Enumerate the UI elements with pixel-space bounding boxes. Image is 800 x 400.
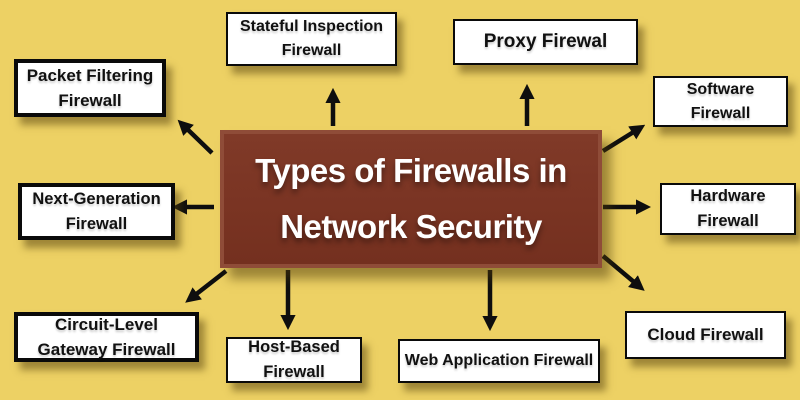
center-topic-line-1: Types of Firewalls in: [255, 152, 567, 189]
node-label-line: Firewall: [65, 214, 128, 233]
node-label-line: Firewall: [690, 104, 751, 122]
node-cloud-firewall: Cloud Firewall: [625, 311, 786, 359]
node-label-line: Firewall: [263, 363, 325, 381]
node-label-line: Stateful Inspection: [239, 18, 384, 35]
node-host-based-firewall: Host-Based Firewall: [226, 337, 362, 383]
node-packet-filtering-firewall: Packet Filtering Firewall: [14, 59, 166, 117]
node-next-generation-firewall: Next-Generation Firewall: [18, 183, 175, 240]
node-label-line: Firewall: [58, 91, 122, 110]
arrow-to-software: [601, 124, 646, 153]
node-label-line: Firewall: [281, 42, 342, 59]
node-label-line: Firewall: [697, 212, 759, 230]
node-label-line: Next-Generation: [32, 189, 161, 208]
node-label-line: Cloud Firewall: [647, 325, 764, 345]
arrow-to-circuit-level: [185, 269, 228, 303]
node-web-application-firewall: Web Application Firewall: [398, 339, 600, 383]
node-stateful-inspection-firewall: Stateful Inspection Firewall: [226, 12, 397, 66]
node-hardware-firewall: Hardware Firewall: [660, 183, 796, 235]
node-circuit-level-gateway-firewall: Circuit-Level Gateway Firewall: [14, 312, 199, 362]
node-label-line: Host-Based: [248, 338, 340, 357]
node-label-line: Circuit-Level: [55, 314, 158, 334]
node-software-firewall: Software Firewall: [653, 76, 788, 127]
node-label-line: Proxy Firewal: [483, 30, 608, 52]
center-topic-line-2: Network Security: [280, 208, 542, 245]
node-label-line: Software: [686, 80, 755, 98]
arrow-to-packet-filtering: [177, 119, 214, 155]
node-proxy-firewall: Proxy Firewal: [453, 19, 638, 65]
node-label-line: Hardware: [690, 187, 766, 206]
node-label-line: Gateway Firewall: [37, 340, 176, 359]
node-label-line: Packet Filtering: [26, 65, 154, 85]
center-topic-box: Types of Firewalls in Network Security: [220, 130, 602, 268]
node-label-line: Web Application Firewall: [404, 352, 594, 369]
arrow-to-cloud: [601, 254, 645, 291]
